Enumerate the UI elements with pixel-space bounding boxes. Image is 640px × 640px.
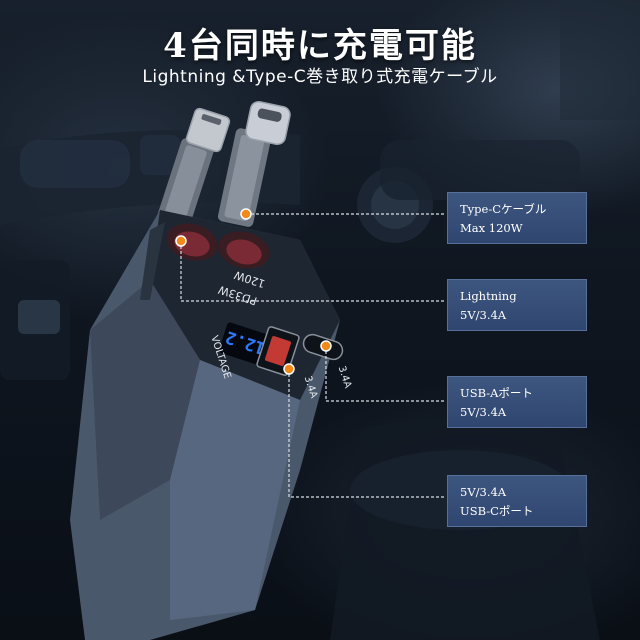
callout-line-1: Lightning <box>460 289 517 303</box>
usb-a-port <box>256 326 300 376</box>
callout-line-2: 5V/3.4A <box>460 308 507 322</box>
marker-lightning <box>175 235 187 247</box>
callout-lightning: Lightning 5V/3.4A <box>447 279 587 331</box>
callout-line-2: Max 120W <box>460 221 523 235</box>
usb-c-current-label: 3.4A <box>336 365 354 390</box>
callout-line-2: 5V/3.4A <box>460 405 507 419</box>
callout-type-c-cable: Type-Cケーブル Max 120W <box>447 192 587 244</box>
page-title: 4台同時に充電可能 <box>163 26 477 66</box>
charger-body <box>70 210 340 640</box>
leader-line-usb-a <box>288 369 446 498</box>
voltage-display: 12.2 <box>218 322 272 366</box>
leader-line-lightning <box>180 241 446 302</box>
page-subtitle: Lightning &Type-C巻き取り式充電ケーブル <box>142 67 498 87</box>
callout-leader-lines <box>180 213 446 498</box>
marker-usb-a <box>283 363 295 375</box>
callout-line-1: Type-Cケーブル <box>460 202 547 216</box>
port-markers <box>175 208 332 375</box>
callout-line-1: USB-Aポート <box>460 386 533 400</box>
lightning-cable-plug <box>156 107 231 232</box>
type-c-cable-plug <box>217 100 291 227</box>
callout-usb-c: 5V/3.4A USB-Cポート <box>447 475 587 527</box>
callout-line-2: USB-Cポート <box>460 504 534 518</box>
marker-type-c <box>240 208 252 220</box>
callout-line-1: 5V/3.4A <box>460 485 507 499</box>
leader-line-usb-c <box>325 346 446 402</box>
callout-usb-a: USB-Aポート 5V/3.4A <box>447 376 587 428</box>
marker-usb-c <box>320 340 332 352</box>
